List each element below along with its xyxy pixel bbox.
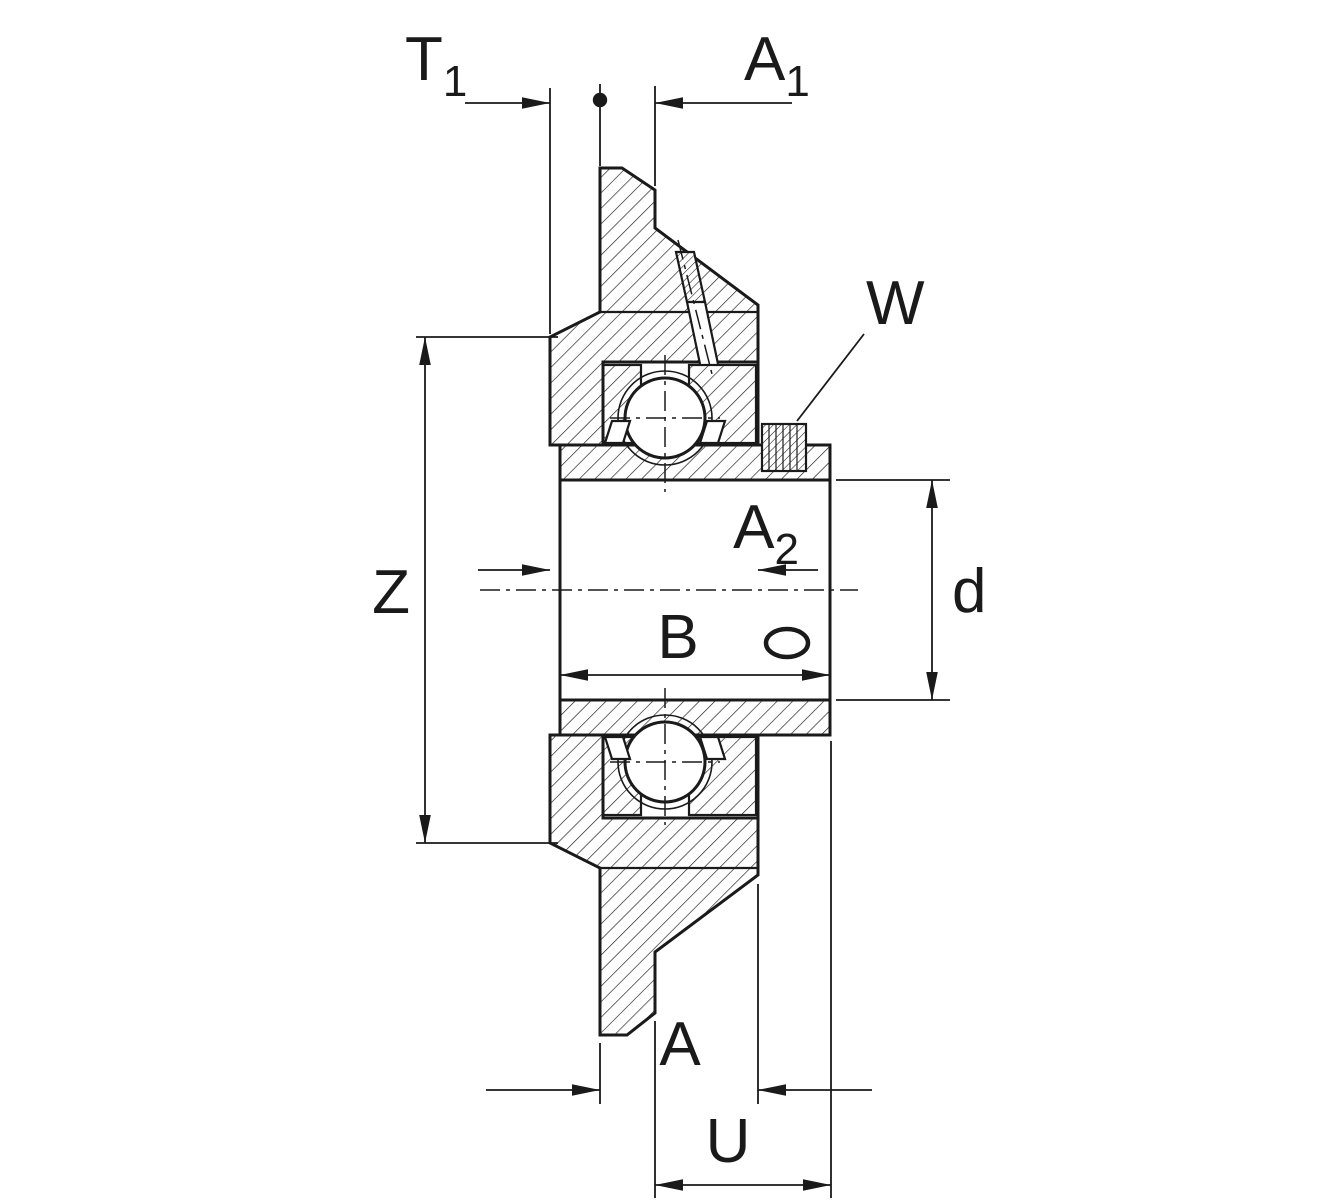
dim-w-leader [796,333,865,422]
dim-label-a: A [659,1010,701,1079]
dim-label-a1: A1 [744,25,810,106]
dim-a1: A1 [654,25,810,186]
screw-hole-section [763,626,811,660]
dim-z-arrow-top [419,337,431,365]
dim-d-arrow-bottom [926,672,938,700]
dim-label-z: Z [372,558,410,627]
dim-u: U [654,741,832,1198]
dim-label-t1: T1 [405,25,467,106]
dim-w: W [796,269,925,422]
dim-d: d [836,479,986,701]
seal-lower-right [698,735,727,761]
dim-label-u: U [706,1107,751,1176]
lubrication-channel [674,239,720,375]
dim-label-a2: A2 [733,493,799,574]
dim-u-arrow-left [655,1179,683,1191]
dim-a2-arrow-right [758,564,786,576]
dim-t1: T1 [405,25,608,334]
set-screw [760,422,808,473]
lube-channel-axis [677,239,713,375]
dim-b-arrow-left [560,669,588,681]
dim-t1-arrow [522,97,550,109]
seal-lower-left [603,735,632,761]
dim-z-arrow-bottom [419,815,431,843]
dim-a1-arrow [655,97,683,109]
lube-channel-bore [687,302,718,364]
lube-channel-wall-right [703,301,720,365]
lube-channel-wall-left [685,301,702,365]
dim-d-arrow-top [926,480,938,508]
dim-a-arrow-left [572,1084,600,1096]
inner-ring-sleeve [558,443,832,737]
dim-b: B [560,603,830,681]
dim-z: Z [372,336,558,844]
dim-label-b: B [657,603,698,672]
lube-plug-hatch [674,250,707,304]
dim-u-arrow-right [803,1179,831,1191]
dim-a2: A2 [478,493,818,576]
dim-b-arrow-right [802,669,830,681]
dim-t1-dot [592,92,608,108]
inner-ring-lower [558,698,832,737]
dim-a2-arrow-left [522,564,550,576]
dim-a: A [486,884,872,1104]
dim-label-w: W [866,269,925,338]
seal-upper-right [698,419,727,445]
seal-upper-left [603,419,632,445]
centerlines [480,355,858,825]
dim-label-d: d [952,557,986,626]
dim-a-arrow-right [758,1084,786,1096]
seals [603,419,727,761]
